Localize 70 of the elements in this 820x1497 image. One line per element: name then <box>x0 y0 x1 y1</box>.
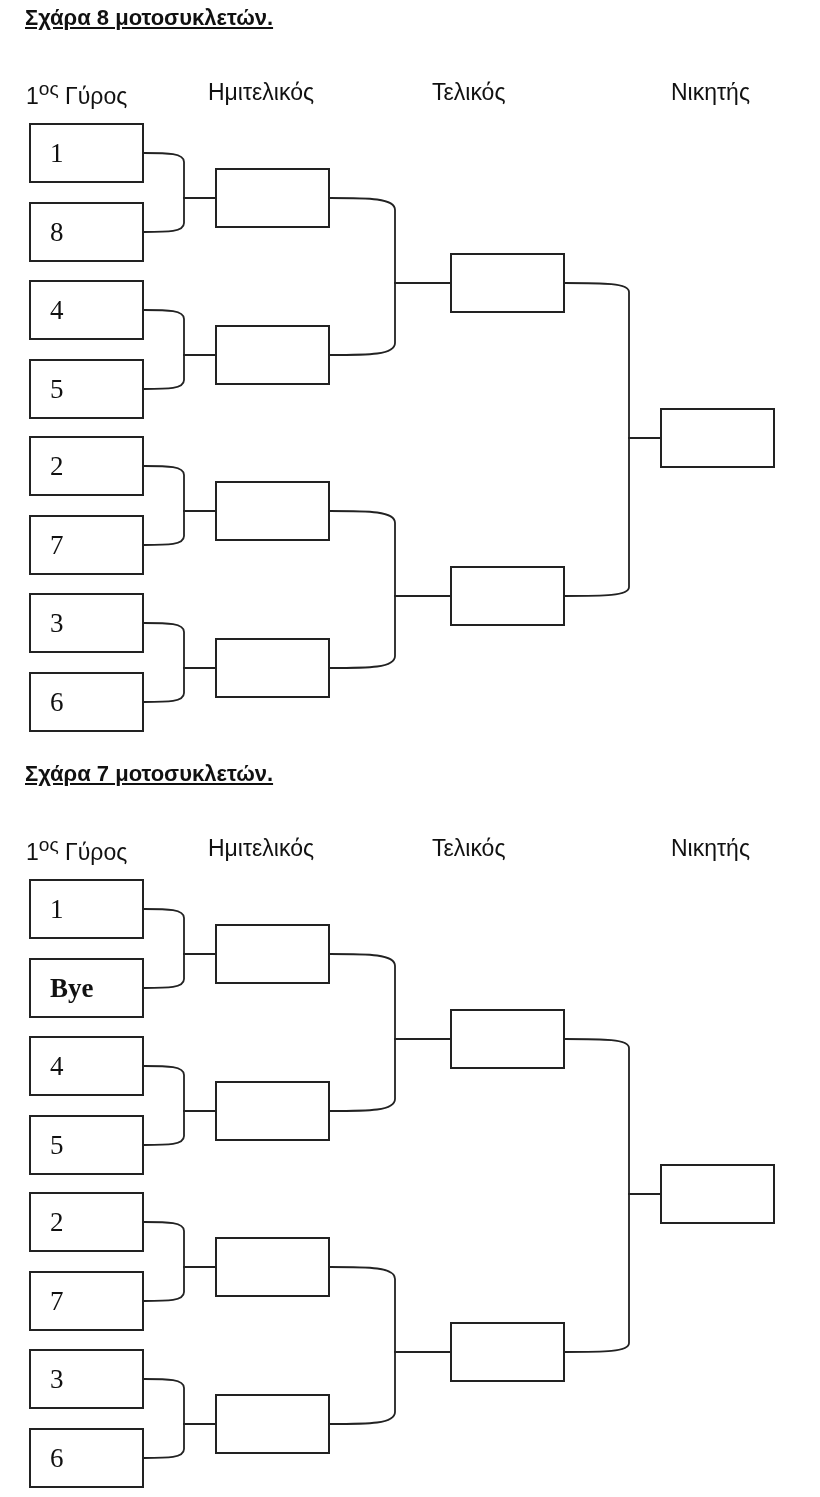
bracket-line <box>564 1193 661 1353</box>
bracket-line <box>143 1423 216 1459</box>
entry-text: 5 <box>50 373 64 405</box>
column-heading: 1$^{ος}$ Γύρος <box>26 834 128 865</box>
empty-box <box>450 1322 565 1382</box>
section-heading: Σχάρα 8 μοτοσυκλετών. <box>25 6 274 31</box>
entry-text: 1 <box>50 893 64 925</box>
bracket-line <box>564 437 661 597</box>
entry-text: 2 <box>50 450 64 482</box>
empty-box <box>660 1164 775 1224</box>
bracket-line <box>143 667 216 703</box>
empty-box <box>450 1009 565 1069</box>
bracket-line <box>143 1110 216 1146</box>
entry-box <box>29 436 144 496</box>
empty-box <box>450 566 565 626</box>
column-heading: 1$^{ος}$ Γύρος <box>26 78 128 109</box>
bracket-line <box>143 197 216 233</box>
entry-text: 4 <box>50 1050 64 1082</box>
entry-box <box>29 1271 144 1331</box>
bracket-line <box>329 1038 451 1112</box>
bracket-line <box>143 510 216 546</box>
entry-text: 8 <box>50 216 64 248</box>
column-heading: Νικητής <box>671 836 750 862</box>
entry-box <box>29 958 144 1018</box>
column-heading: Ημιτελικός <box>208 80 314 106</box>
empty-box <box>215 1081 330 1141</box>
empty-box <box>215 638 330 698</box>
entry-box <box>29 123 144 183</box>
bracket-line <box>329 1351 451 1425</box>
entry-text: 6 <box>50 1442 64 1474</box>
entry-box <box>29 1349 144 1409</box>
empty-box <box>215 325 330 385</box>
empty-box <box>215 1237 330 1297</box>
empty-box <box>215 1394 330 1454</box>
entry-text: 3 <box>50 607 64 639</box>
empty-box <box>660 408 775 468</box>
column-heading: Νικητής <box>671 80 750 106</box>
empty-box <box>215 168 330 228</box>
entry-box <box>29 672 144 732</box>
entry-box <box>29 1192 144 1252</box>
entry-box <box>29 359 144 419</box>
entry-text: 4 <box>50 294 64 326</box>
entry-text: 7 <box>50 1285 64 1317</box>
section-heading: Σχάρα 7 μοτοσυκλετών. <box>25 762 274 787</box>
entry-box <box>29 1428 144 1488</box>
entry-box <box>29 1115 144 1175</box>
entry-text: 2 <box>50 1206 64 1238</box>
entry-box <box>29 280 144 340</box>
bracket-line <box>143 953 216 989</box>
entry-text: 5 <box>50 1129 64 1161</box>
entry-text: 7 <box>50 529 64 561</box>
entry-box <box>29 202 144 262</box>
entry-box <box>29 879 144 939</box>
entry-box <box>29 593 144 653</box>
entry-text: 3 <box>50 1363 64 1395</box>
bracket-line <box>143 354 216 390</box>
empty-box <box>215 481 330 541</box>
column-heading: Ημιτελικός <box>208 836 314 862</box>
entry-text: 1 <box>50 137 64 169</box>
bracket-line <box>329 282 451 356</box>
bracket-line <box>329 595 451 669</box>
column-heading: Τελικός <box>432 80 506 106</box>
column-heading: Τελικός <box>432 836 506 862</box>
empty-box <box>450 253 565 313</box>
bracket-line <box>143 1266 216 1302</box>
entry-text: 6 <box>50 686 64 718</box>
entry-box <box>29 515 144 575</box>
empty-box <box>215 924 330 984</box>
entry-text: Bye <box>50 972 94 1004</box>
entry-box <box>29 1036 144 1096</box>
